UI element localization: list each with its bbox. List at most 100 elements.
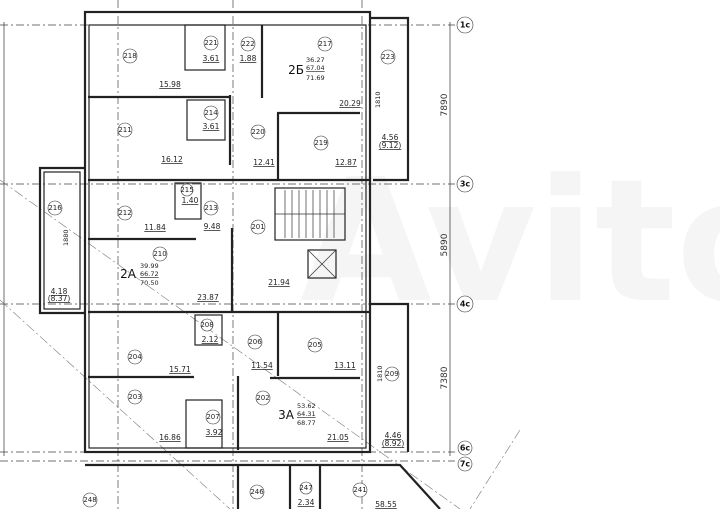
svg-text:2Б: 2Б bbox=[288, 63, 304, 77]
svg-text:3.92: 3.92 bbox=[206, 428, 223, 437]
axis-marker-7c: 7c bbox=[457, 456, 473, 472]
room-213: 213 9.48 bbox=[204, 200, 221, 231]
apartment-3a-label: 3А 53.62 64.31 68.77 bbox=[278, 402, 316, 427]
svg-text:248: 248 bbox=[83, 496, 96, 504]
svg-text:12.87: 12.87 bbox=[335, 158, 357, 167]
svg-text:212: 212 bbox=[118, 209, 131, 217]
svg-text:207: 207 bbox=[206, 413, 219, 421]
room-202: 202 21.05 bbox=[255, 390, 349, 442]
svg-text:215: 215 bbox=[180, 186, 193, 194]
svg-text:216: 216 bbox=[48, 204, 62, 212]
svg-text:205: 205 bbox=[308, 341, 321, 349]
room-246: 246 bbox=[249, 484, 265, 500]
svg-text:223: 223 bbox=[381, 53, 394, 61]
svg-text:220: 220 bbox=[251, 128, 264, 136]
stairs bbox=[275, 190, 345, 238]
room-203: 203 16.86 bbox=[127, 389, 181, 442]
svg-text:209: 209 bbox=[385, 370, 398, 378]
room-207: 207 3.92 bbox=[206, 409, 223, 437]
svg-text:1.88: 1.88 bbox=[240, 54, 257, 63]
svg-text:67.04: 67.04 bbox=[306, 64, 325, 72]
svg-text:202: 202 bbox=[256, 394, 269, 402]
svg-text:4.46: 4.46 bbox=[385, 431, 402, 440]
svg-text:3.61: 3.61 bbox=[203, 54, 220, 63]
dimension-7380: 7380 bbox=[440, 366, 450, 389]
svg-text:11.84: 11.84 bbox=[144, 223, 166, 232]
axis-marker-6c: 6c bbox=[457, 440, 473, 456]
svg-text:36.27: 36.27 bbox=[306, 56, 325, 64]
dimension-1810-bottom: 1810 bbox=[376, 365, 384, 382]
svg-text:1.40: 1.40 bbox=[182, 196, 199, 205]
svg-text:217: 217 bbox=[318, 40, 331, 48]
svg-text:6c: 6c bbox=[460, 444, 471, 453]
svg-text:219: 219 bbox=[314, 139, 327, 147]
svg-text:1c: 1c bbox=[460, 21, 471, 30]
svg-text:(8.92): (8.92) bbox=[382, 439, 405, 448]
svg-text:2А: 2А bbox=[120, 267, 137, 281]
svg-text:208: 208 bbox=[200, 321, 213, 329]
axis-marker-3c: 3c bbox=[456, 175, 474, 193]
svg-text:4.56: 4.56 bbox=[382, 133, 399, 142]
axis-marker-4c: 4c bbox=[456, 295, 474, 313]
svg-text:68.77: 68.77 bbox=[297, 419, 316, 427]
room-248: 248 bbox=[82, 492, 98, 508]
svg-text:16.86: 16.86 bbox=[159, 433, 181, 442]
svg-text:210: 210 bbox=[153, 250, 166, 258]
svg-text:201: 201 bbox=[251, 223, 264, 231]
svg-text:214: 214 bbox=[204, 109, 218, 117]
svg-text:3c: 3c bbox=[460, 180, 471, 189]
room-222: 222 1.88 bbox=[240, 36, 257, 63]
svg-text:4.18: 4.18 bbox=[51, 287, 68, 296]
room-210: 210 23.87 bbox=[152, 246, 219, 302]
svg-text:9.48: 9.48 bbox=[204, 222, 221, 231]
room-211: 211 16.12 bbox=[117, 122, 183, 164]
apartment-2a-label: 2А 39.99 66.72 70.50 bbox=[120, 262, 159, 287]
dimension-7890: 7890 bbox=[440, 93, 450, 116]
svg-text:21.05: 21.05 bbox=[327, 433, 349, 442]
axis-marker-1c: 1c bbox=[456, 16, 474, 34]
svg-text:13.11: 13.11 bbox=[334, 361, 356, 370]
svg-text:222: 222 bbox=[241, 40, 254, 48]
svg-text:15.71: 15.71 bbox=[169, 365, 191, 374]
svg-text:12.41: 12.41 bbox=[253, 158, 275, 167]
svg-text:211: 211 bbox=[118, 126, 131, 134]
dimension-5890: 5890 bbox=[440, 233, 450, 256]
svg-text:204: 204 bbox=[128, 353, 142, 361]
svg-text:203: 203 bbox=[128, 393, 141, 401]
room-220: 220 12.41 bbox=[250, 124, 275, 167]
room-216: 216 4.18(8.37) bbox=[47, 200, 71, 303]
room-204: 204 15.71 bbox=[127, 349, 191, 374]
svg-text:64.31: 64.31 bbox=[297, 410, 316, 418]
room-208: 208 2.12 bbox=[200, 318, 219, 344]
walls bbox=[38, 10, 441, 509]
svg-text:23.87: 23.87 bbox=[197, 293, 219, 302]
svg-text:241: 241 bbox=[353, 486, 366, 494]
svg-text:39.99: 39.99 bbox=[140, 262, 159, 270]
room-205: 205 13.11 bbox=[307, 337, 356, 370]
svg-text:3А: 3А bbox=[278, 408, 295, 422]
svg-text:16.12: 16.12 bbox=[161, 155, 183, 164]
svg-text:246: 246 bbox=[250, 488, 264, 496]
svg-text:7c: 7c bbox=[460, 460, 471, 469]
room-209: 209 4.46(8.92) bbox=[382, 366, 405, 448]
svg-text:15.98: 15.98 bbox=[159, 80, 181, 89]
svg-text:70.50: 70.50 bbox=[140, 279, 159, 287]
svg-text:2.12: 2.12 bbox=[202, 335, 219, 344]
svg-text:247: 247 bbox=[299, 484, 312, 492]
diagonal-lines bbox=[0, 179, 521, 509]
svg-text:213: 213 bbox=[204, 204, 217, 212]
grid-axes bbox=[0, 0, 455, 509]
svg-text:(8.37): (8.37) bbox=[48, 294, 71, 303]
svg-text:206: 206 bbox=[248, 338, 262, 346]
dimension-1810-top: 1810 bbox=[374, 91, 382, 108]
